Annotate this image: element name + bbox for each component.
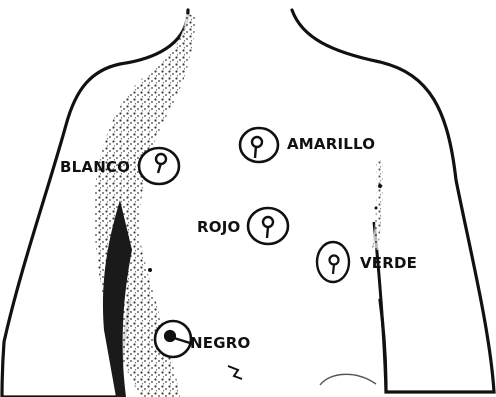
electrode-label-verde: VERDE: [360, 254, 417, 272]
electrode-verde: VERDE: [317, 242, 417, 282]
right-side-shading: [372, 160, 383, 250]
electrode-label-negro: NEGRO: [190, 334, 250, 352]
electrode-label-blanco: BLANCO: [60, 158, 130, 176]
ink-speck: [228, 366, 242, 379]
electrode-snap-negro: [165, 331, 175, 341]
electrode-rojo: ROJO: [197, 208, 288, 244]
electrode-pad-amarillo: [240, 128, 278, 162]
electrode-amarillo: AMARILLO: [240, 128, 375, 162]
electrode-wire-amarillo: [255, 146, 256, 158]
ink-speck: [148, 268, 152, 272]
electrode-label-rojo: ROJO: [197, 218, 240, 236]
lower-belly-curve: [320, 374, 376, 385]
ink-speck: [378, 184, 382, 188]
electrode-label-amarillo: AMARILLO: [287, 135, 375, 153]
electrode-pad-verde: [317, 242, 349, 282]
electrode-negro: NEGRO: [155, 321, 250, 357]
electrode-wire-rojo: [267, 227, 268, 238]
ink-speck: [375, 207, 378, 210]
electrode-wire-verde: [333, 264, 334, 274]
